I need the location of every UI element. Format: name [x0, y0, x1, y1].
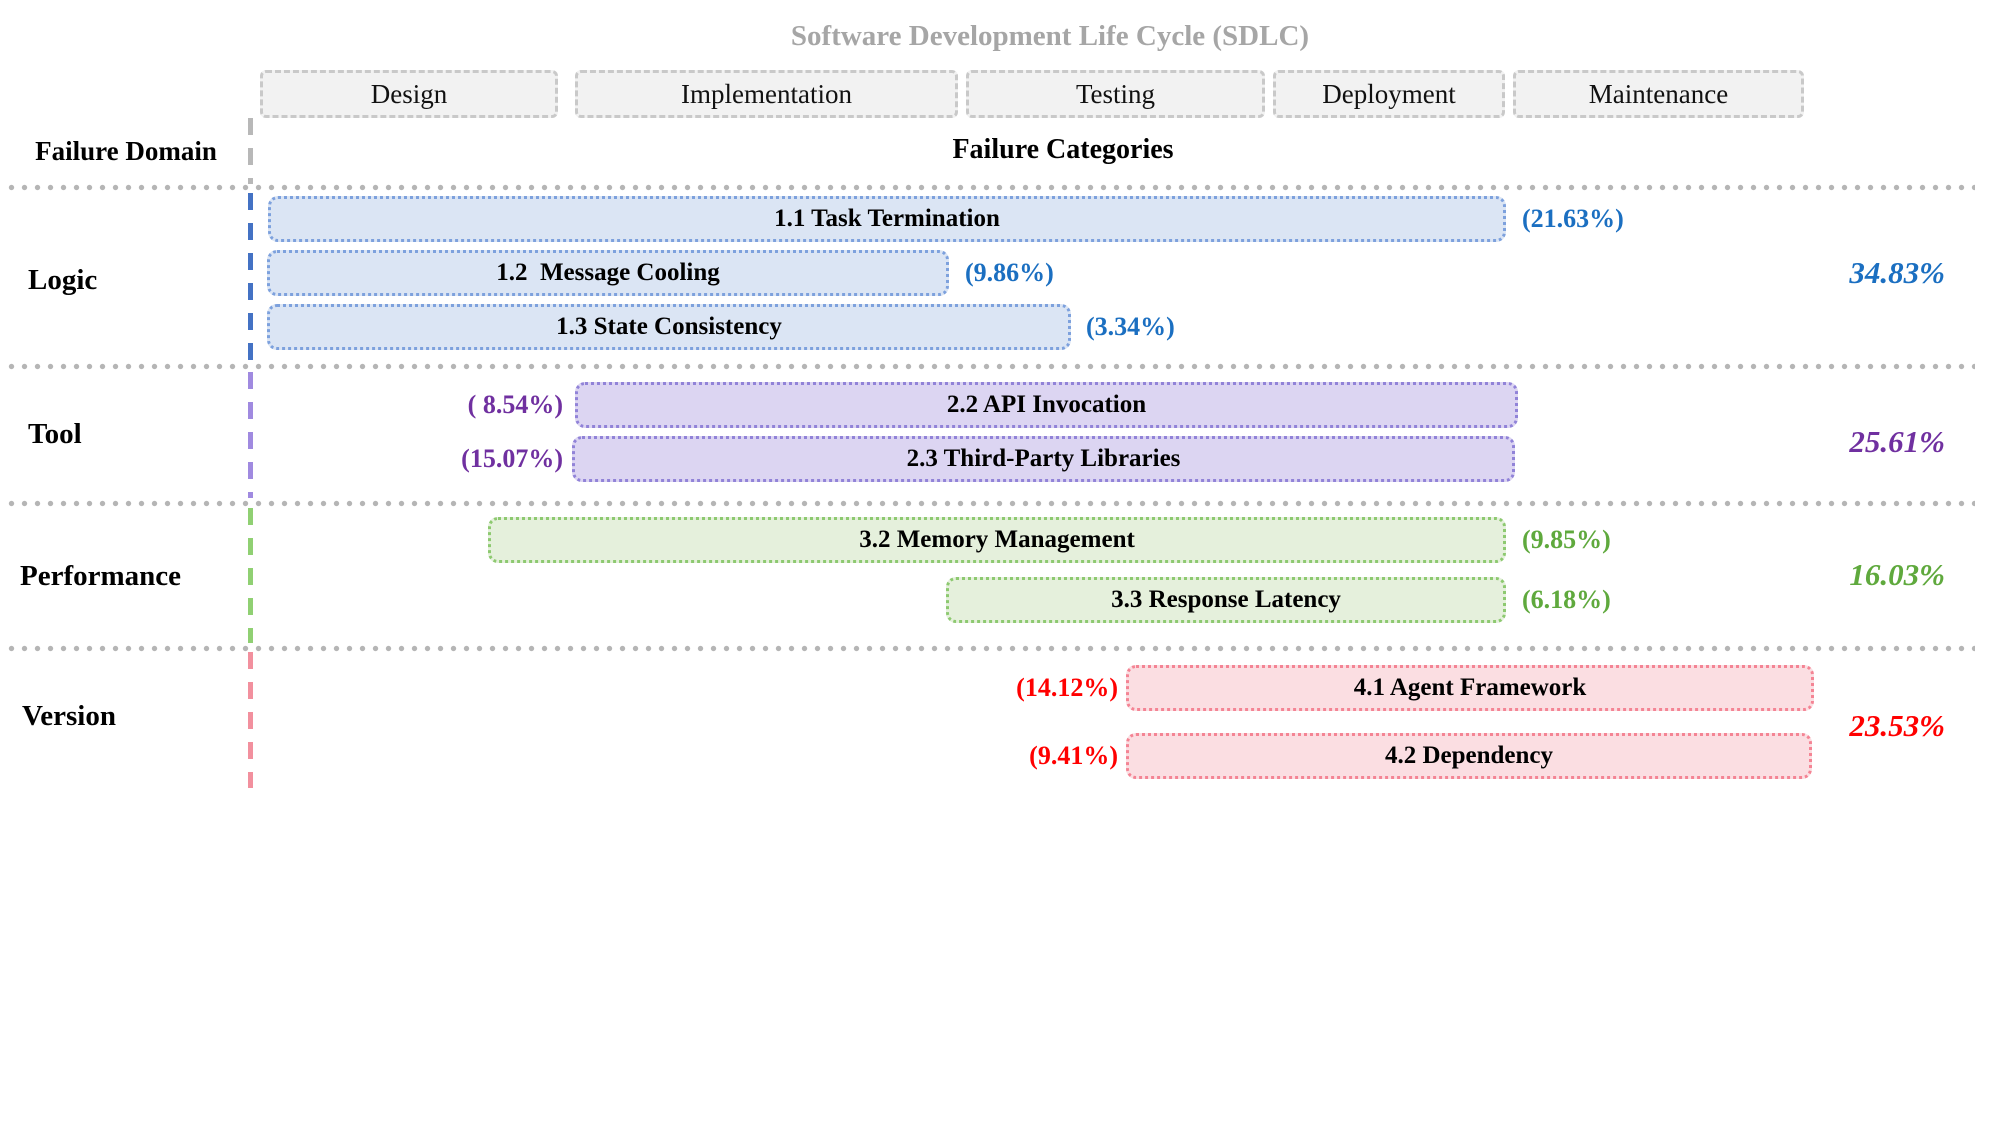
category-percent-api-invocation: ( 8.54%) [467, 390, 563, 419]
domain-axis-segment-logic [248, 193, 253, 361]
category-label-task-termination: 1.1 Task Termination [774, 205, 1000, 232]
category-label-message-cooling: 1.2 Message Cooling [496, 259, 720, 286]
category-label-api-invocation: 2.2 API Invocation [946, 391, 1147, 418]
failure-domain-heading: Failure Domain [35, 136, 217, 166]
phase-label-testing: Testing [1075, 78, 1156, 109]
failure-categories-heading: Failure Categories [952, 134, 1174, 165]
domain-total-logic: 34.83% [1849, 255, 1945, 290]
phase-label-design: Design [370, 78, 448, 109]
category-label-dependency: 4.2 Dependency [1384, 742, 1554, 769]
category-label-third-party-libraries: 2.3 Third-Party Libraries [906, 445, 1181, 472]
diagram-title: Software Development Life Cycle (SDLC) [790, 20, 1310, 52]
row-separator-logic-tool [8, 363, 1975, 370]
phase-label-implementation: Implementation [681, 78, 852, 109]
category-percent-task-termination: (21.63%) [1522, 204, 1624, 233]
row-separator-tool-performance [8, 500, 1975, 507]
domain-label-logic: Logic [28, 264, 98, 296]
domain-label-performance: Performance [20, 560, 182, 592]
phase-label-deployment: Deployment [1322, 78, 1456, 109]
category-bar-third-party-libraries: 2.3 Third-Party Libraries [572, 436, 1515, 482]
category-bar-memory-management: 3.2 Memory Management [488, 517, 1506, 563]
domain-total-version: 23.53% [1849, 708, 1945, 743]
domain-axis-segment-performance [248, 508, 253, 643]
phase-label-maintenance: Maintenance [1588, 78, 1729, 109]
category-percent-dependency: (9.41%) [1029, 741, 1118, 770]
row-separator-header [8, 184, 1975, 191]
category-percent-response-latency: (6.18%) [1522, 585, 1611, 614]
domain-axis-segment-header [248, 118, 253, 184]
phase-box-deployment: Deployment [1273, 70, 1505, 118]
row-separator-performance-version [8, 645, 1975, 652]
category-label-state-consistency: 1.3 State Consistency [556, 313, 782, 340]
phase-box-implementation: Implementation [575, 70, 958, 118]
category-bar-agent-framework: 4.1 Agent Framework [1126, 665, 1814, 711]
category-bar-state-consistency: 1.3 State Consistency [267, 304, 1071, 350]
domain-axis-segment-tool [248, 372, 253, 498]
category-percent-memory-management: (9.85%) [1522, 525, 1611, 554]
category-bar-message-cooling: 1.2 Message Cooling [267, 250, 949, 296]
category-label-memory-management: 3.2 Memory Management [859, 526, 1135, 553]
category-percent-state-consistency: (3.34%) [1086, 312, 1175, 341]
category-label-agent-framework: 4.1 Agent Framework [1353, 674, 1587, 701]
category-bar-task-termination: 1.1 Task Termination [268, 196, 1506, 242]
domain-axis-segment-version [248, 652, 253, 788]
domain-label-version: Version [22, 700, 116, 732]
category-bar-response-latency: 3.3 Response Latency [946, 577, 1506, 623]
domain-label-tool: Tool [28, 418, 82, 450]
category-percent-agent-framework: (14.12%) [1016, 673, 1118, 702]
category-percent-third-party-libraries: (15.07%) [461, 444, 563, 473]
category-percent-message-cooling: (9.86%) [965, 258, 1054, 287]
phase-box-testing: Testing [966, 70, 1265, 118]
domain-total-tool: 25.61% [1849, 424, 1945, 459]
domain-total-performance: 16.03% [1849, 557, 1945, 592]
category-bar-dependency: 4.2 Dependency [1126, 733, 1812, 779]
phase-box-maintenance: Maintenance [1513, 70, 1804, 118]
category-label-response-latency: 3.3 Response Latency [1111, 586, 1341, 613]
category-bar-api-invocation: 2.2 API Invocation [575, 382, 1518, 428]
phase-box-design: Design [260, 70, 558, 118]
